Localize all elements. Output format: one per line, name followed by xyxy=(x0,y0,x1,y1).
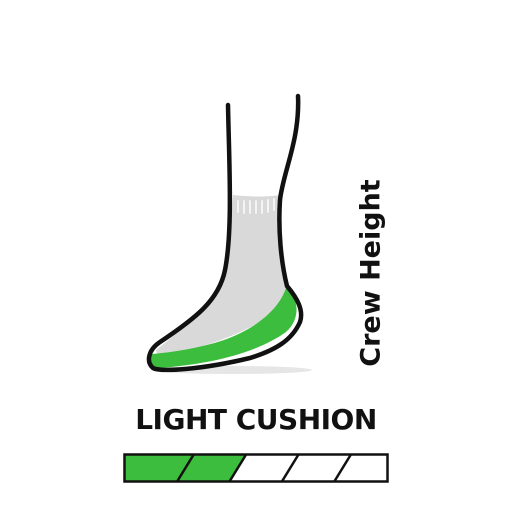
cushion-meter-border xyxy=(123,453,389,483)
cushion-meter-divider xyxy=(281,455,300,481)
sock-height-label: Crew Height xyxy=(355,179,387,367)
cushion-zone xyxy=(150,288,297,368)
cushion-meter-segment xyxy=(229,455,299,481)
cushion-meter-divider xyxy=(333,455,352,481)
cushion-meter-segment xyxy=(282,455,351,481)
cushion-meter-segment xyxy=(125,455,194,481)
leg-outline xyxy=(146,93,304,373)
cushion-level-title: LIGHT CUSHION xyxy=(135,403,377,436)
cushion-meter-divider xyxy=(228,455,247,481)
sock-body xyxy=(156,195,286,358)
cushion-meter-segment xyxy=(177,455,246,481)
cushion-meter-divider xyxy=(176,455,195,481)
cushion-level-meter xyxy=(123,453,389,483)
sock-cuff-ribs xyxy=(237,198,275,214)
